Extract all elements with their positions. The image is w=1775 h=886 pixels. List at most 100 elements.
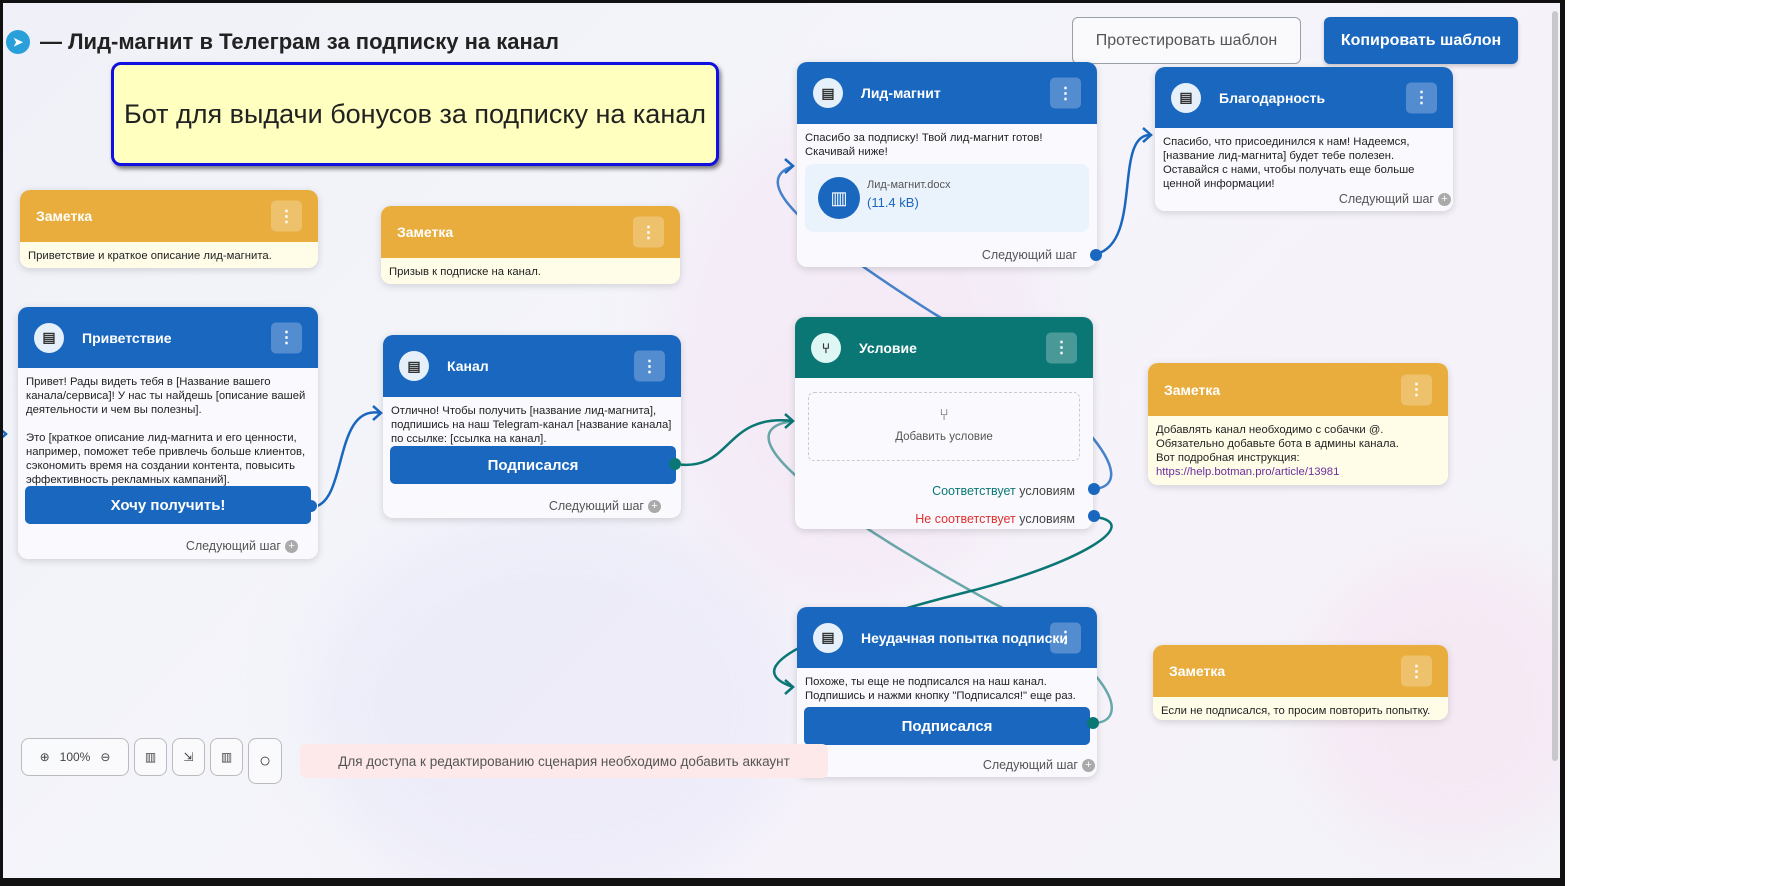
note-text: Добавлять канал необходимо с собачки @. … [1156,424,1399,464]
file-name: Лид-магнит.docx [867,179,951,191]
zoom-controls: ⊕ 100% ⊖ [21,738,129,776]
branch-icon: ⑂ [811,332,841,363]
message-icon: ▤ [34,322,64,353]
match-output-port[interactable] [1088,483,1100,495]
banner-note[interactable]: Бот для выдачи бонусов за подписку на ка… [111,62,719,166]
search-button[interactable]: ○ [248,738,282,784]
subscribed-button[interactable]: Подписался [390,446,676,484]
more-menu-icon[interactable]: ⋮ [1401,655,1432,687]
message-icon: ▤ [813,78,843,108]
branch-icon: ⑂ [939,407,949,424]
zoom-out-icon[interactable]: ⊖ [100,750,111,764]
node-title: Условие [859,339,917,356]
file-attachment[interactable]: ▥ Лид-магнит.docx (11.4 kB) [805,164,1089,232]
connection-match-leadmagnet [776,164,1113,491]
chart-icon: ▥ [220,750,233,764]
message-icon: ▤ [813,622,843,653]
node-title: Заметка [36,208,93,224]
connection-greeting-channel [312,411,382,509]
copy-template-button[interactable]: Копировать шаблон [1324,17,1518,64]
title-text: — Лид-магнит в Телеграм за подписку на к… [40,29,559,54]
arrow-icon [372,405,383,421]
fit-button[interactable]: ⇲ [172,738,205,776]
note-node[interactable]: Заметка ⋮ Приветствие и краткое описание … [20,190,318,268]
flow-canvas[interactable]: ➤ — Лид-магнит в Телеграм за подписку на… [3,3,1560,878]
arrow-icon [3,429,8,439]
zoom-toolbar: ⊕ 100% ⊖ ▥ ⇲ ▥ ○ [21,738,282,784]
more-menu-icon[interactable]: ⋮ [271,322,302,353]
node-title: Канал [447,358,489,374]
nomatch-output-port[interactable] [1088,510,1100,522]
output-port[interactable] [1087,717,1099,729]
want-button[interactable]: Хочу получить! [25,486,311,524]
more-menu-icon[interactable]: ⋮ [1050,77,1081,109]
channel-node[interactable]: ▤Канал⋮ Отлично! Чтобы получить [названи… [383,335,681,518]
greeting-node[interactable]: ▤Приветствие⋮ Привет! Рады видеть тебя в… [18,307,318,559]
fail-node[interactable]: ▤ Неудачная попытка подписки⋮ Похоже, ты … [797,607,1097,777]
plus-icon[interactable]: + [285,539,298,553]
zoom-level: 100% [59,750,91,764]
page-title: ➤ — Лид-магнит в Телеграм за подписку на… [6,29,559,55]
file-size: (11.4 kB) [867,195,919,210]
more-menu-icon[interactable]: ⋮ [633,216,664,248]
conditions-label: условиям [1019,484,1075,498]
zoom-in-icon[interactable]: ⊕ [39,750,50,764]
arrow-icon [784,679,795,695]
output-port[interactable] [305,500,317,512]
note-text: Призыв к подписке на канал. [381,258,680,284]
condition-node[interactable]: ⑂Условие⋮ ⑂ Добавить условие Соответству… [795,317,1093,529]
message-text: Спасибо, что присоединился к нам! Надеем… [1163,136,1415,190]
access-warning: Для доступа к редактированию сценария не… [300,744,828,778]
arrow-down-right-icon: ⇲ [183,750,194,764]
message-text: Отлично! Чтобы получить [название лид-ма… [391,405,672,445]
plus-icon[interactable]: + [1082,758,1095,772]
node-title: Лид-магнит [861,85,941,101]
next-step-label: Следующий шаг [548,499,644,513]
arrow-icon [1142,127,1153,143]
leadmagnet-node[interactable]: ▤ Лид-магнит ⋮ Спасибо за подписку! Твой л… [797,62,1097,267]
more-menu-icon[interactable]: ⋮ [1401,374,1432,405]
stats-button[interactable]: ▥ [134,738,167,776]
thanks-node[interactable]: ▤Благодарность⋮ Спасибо, что присоединил… [1155,67,1453,211]
note-node[interactable]: Заметка ⋮ Призыв к подписке на канал. [381,206,680,284]
connection-channel-condition [674,419,794,467]
message-text: Спасибо за подписку! Твой лид-магнит гот… [805,132,1043,158]
document-icon: ▥ [818,177,860,219]
stats-button-2[interactable]: ▥ [210,738,243,776]
conditions-label: условиям [1019,512,1075,526]
plus-icon[interactable]: + [648,499,661,513]
message-text: Похоже, ты еще не подписался на наш кана… [805,676,1076,702]
nomatch-label: Не соответствует [915,512,1016,526]
node-title: Заметка [397,224,454,240]
plus-icon[interactable]: + [1438,192,1451,206]
more-menu-icon[interactable]: ⋮ [634,350,665,382]
note-node[interactable]: Заметка ⋮ Добавлять канал необходимо с со… [1148,363,1448,485]
next-step-label: Следующий шаг [982,758,1078,772]
node-title: Неудачная попытка подписки [861,629,1069,646]
next-step-label: Следующий шаг [1338,192,1434,206]
more-menu-icon[interactable]: ⋮ [271,200,302,232]
node-title: Приветствие [82,329,172,346]
next-step-label: Следующий шаг [981,248,1077,262]
note-node[interactable]: Заметка ⋮ Если не подписался, то просим п… [1153,645,1448,720]
more-menu-icon[interactable]: ⋮ [1406,82,1437,113]
test-template-button[interactable]: Протестировать шаблон [1072,17,1301,64]
node-title: Заметка [1164,381,1221,398]
search-icon: ○ [258,749,272,772]
message-icon: ▤ [1171,82,1201,113]
output-port[interactable] [669,458,681,470]
help-link[interactable]: https://help.botman.pro/article/13981 [1156,466,1340,478]
add-condition-button[interactable]: ⑂ Добавить условие [808,392,1080,461]
connection-fail-condition [767,419,1113,725]
note-text: Приветствие и краткое описание лид-магни… [20,242,318,268]
arrow-icon [784,158,795,174]
connections [3,127,1153,725]
note-text: Если не подписался, то просим повторить … [1153,697,1448,720]
output-port[interactable] [1090,249,1102,261]
more-menu-icon[interactable]: ⋮ [1046,332,1077,363]
more-menu-icon[interactable]: ⋮ [1050,622,1081,653]
window-frame: ➤ — Лид-магнит в Телеграм за подписку на… [0,0,1565,886]
scrollbar[interactable] [1552,11,1558,761]
node-title: Заметка [1169,663,1226,679]
subscribed-button[interactable]: Подписался [804,707,1090,745]
